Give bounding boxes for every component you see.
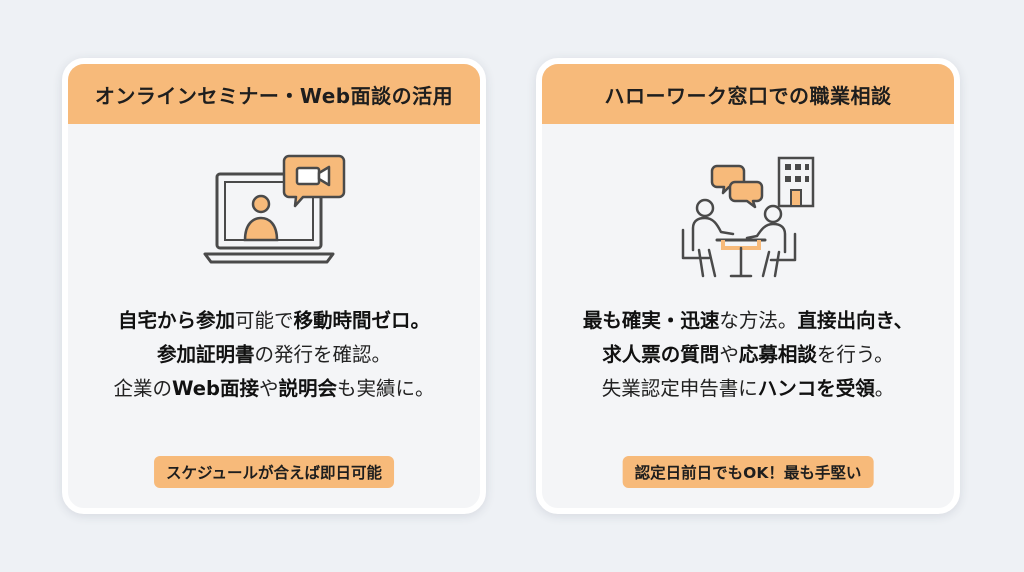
desc-text: 応募相談	[738, 343, 817, 366]
online-seminar-title: オンラインセミナー・Web面談の活用	[68, 64, 480, 124]
desc-line-2: 参加証明書の発行を確認。	[68, 338, 480, 372]
desc-text: 最も確実・迅速	[582, 309, 720, 332]
face-to-face-consultation-icon	[681, 156, 815, 278]
desc-text: 失業認定申告書に	[601, 377, 758, 400]
desc-line-2: 求人票の質問や応募相談を行う。	[542, 338, 954, 372]
desc-text: 。	[874, 377, 895, 400]
desc-text: 直接出向き、	[797, 309, 914, 332]
desc-text: 移動時間ゼロ。	[293, 309, 431, 332]
desc-text: Web面接	[171, 377, 259, 400]
desc-line-3: 失業認定申告書にハンコを受領。	[542, 372, 954, 406]
desc-text: 説明会	[278, 377, 338, 400]
hello-work-card: ハローワーク窓口での職業相談 最も確実・迅速な方法。直接出向き、	[536, 58, 960, 514]
desc-text: 求人票の質問	[602, 343, 720, 366]
desc-text: ハンコを受領	[757, 377, 875, 400]
desc-text: も実績に。	[337, 377, 435, 400]
hello-work-title: ハローワーク窓口での職業相談	[542, 64, 954, 124]
desc-text: や	[258, 377, 279, 400]
online-seminar-badge: スケジュールが合えば即日可能	[154, 456, 394, 488]
desc-text: の発行を確認。	[254, 343, 392, 366]
desc-text: を行う。	[816, 343, 894, 366]
desc-text: 参加証明書	[156, 343, 255, 366]
desc-line-1: 最も確実・迅速な方法。直接出向き、	[542, 304, 954, 338]
online-seminar-card: オンラインセミナー・Web面談の活用 自宅から参加可能で移動時間ゼロ。 参加証明…	[62, 58, 486, 514]
desc-text: な方法。	[719, 309, 798, 332]
desc-text: や	[719, 343, 739, 366]
hello-work-description: 最も確実・迅速な方法。直接出向き、 求人票の質問や応募相談を行う。 失業認定申告…	[542, 304, 954, 406]
desc-line-1: 自宅から参加可能で移動時間ゼロ。	[68, 304, 480, 338]
laptop-video-call-icon	[203, 154, 346, 264]
desc-text: 可能で	[234, 309, 294, 332]
desc-line-3: 企業のWeb面接や説明会も実績に。	[68, 372, 480, 406]
hello-work-badge: 認定日前日でもOK！最も手堅い	[622, 456, 874, 488]
online-seminar-description: 自宅から参加可能で移動時間ゼロ。 参加証明書の発行を確認。 企業のWeb面接や説…	[68, 304, 480, 406]
desc-text: 企業の	[113, 377, 172, 400]
desc-text: 自宅から参加	[117, 309, 235, 332]
